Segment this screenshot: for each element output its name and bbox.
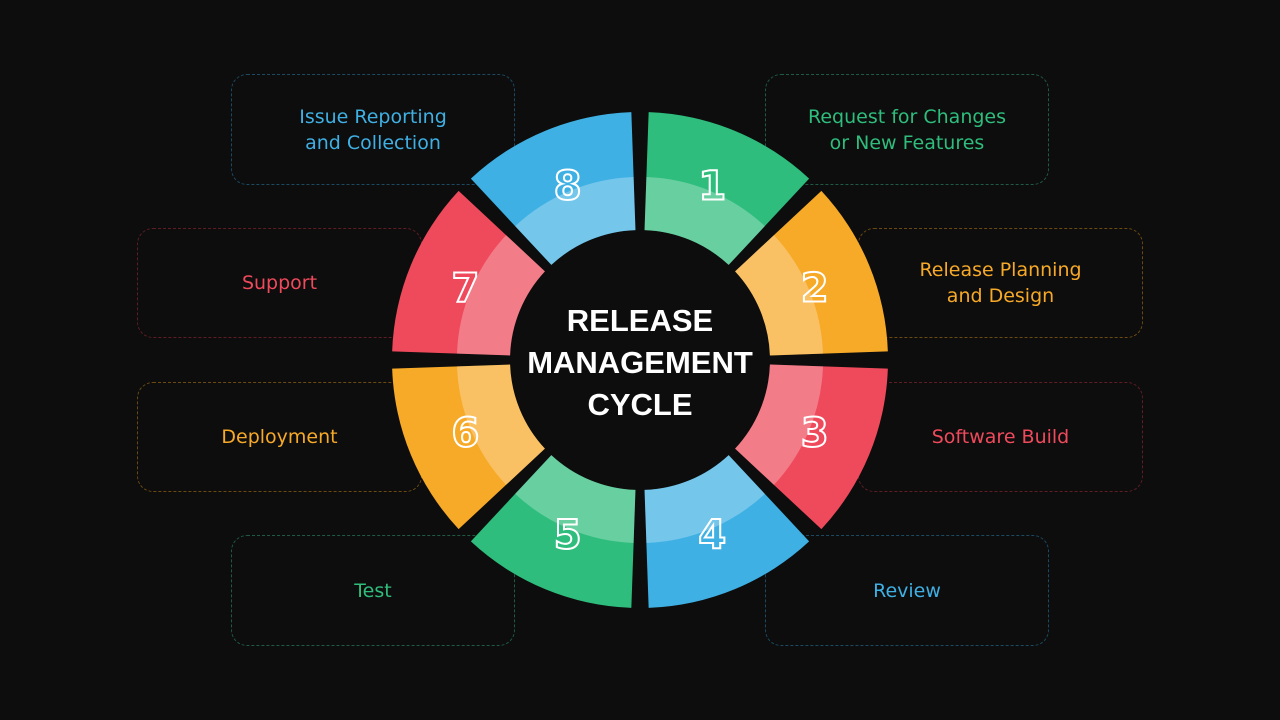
step-5-label: Test xyxy=(354,579,392,602)
step-7-label: Support xyxy=(241,272,318,294)
step-3-label: Software Build xyxy=(931,426,1070,448)
segment-5-highlight xyxy=(515,455,636,543)
segment-6-highlight xyxy=(457,364,545,485)
segment-7-highlight xyxy=(457,235,545,356)
segment-4 xyxy=(644,455,810,608)
segment-2-number: 2 xyxy=(801,266,829,312)
step-5-box: Test xyxy=(231,535,515,646)
segment-1 xyxy=(644,112,810,265)
segment-2 xyxy=(735,190,888,356)
segment-8 xyxy=(470,112,636,265)
segment-1-number: 1 xyxy=(698,163,726,209)
step-4-label: Review xyxy=(873,579,941,602)
segment-5 xyxy=(470,455,636,608)
segment-7 xyxy=(392,190,545,356)
segment-3-number: 3 xyxy=(801,410,829,456)
segment-6 xyxy=(392,364,545,530)
step-4-box: Review xyxy=(765,535,1049,646)
segment-3 xyxy=(735,364,888,530)
step-1-label: Request for Changes or New Features xyxy=(807,105,1007,154)
step-3-box: Software Build xyxy=(858,382,1143,492)
step-8-box: Issue Reporting and Collection xyxy=(231,74,515,185)
segment-7-number: 7 xyxy=(451,266,479,312)
segment-8-highlight xyxy=(515,177,636,265)
segment-4-highlight xyxy=(644,455,765,543)
segment-8-number: 8 xyxy=(554,163,582,209)
segment-3-highlight xyxy=(735,364,823,485)
segment-4-number: 4 xyxy=(698,513,726,559)
step-8-label: Issue Reporting and Collection xyxy=(299,105,447,154)
step-2-label: Release Planning and Design xyxy=(919,259,1082,307)
segment-2-highlight xyxy=(735,235,823,356)
step-1-box: Request for Changes or New Features xyxy=(765,74,1049,185)
segment-1-highlight xyxy=(644,177,765,265)
center-title: RELEASE MANAGEMENT CYCLE xyxy=(527,303,753,422)
segment-6-number: 6 xyxy=(451,410,479,456)
step-6-label: Deployment xyxy=(221,426,338,448)
segment-5-number: 5 xyxy=(554,513,582,559)
